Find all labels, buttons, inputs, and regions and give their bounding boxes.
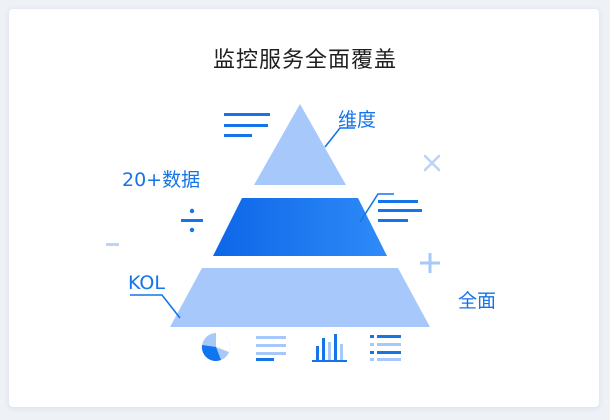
pyramid-middle-tier [213,198,387,256]
pyramid-bottom-tier [170,268,430,327]
label-middle: 20+数据 [122,169,201,191]
pie-chart-icon [201,333,230,361]
plus-icon [420,253,440,273]
text-lines-icon [256,336,286,361]
label-bottom: KOL [128,272,165,294]
divide-icon [181,208,203,233]
diagram-title: 监控服务全面覆盖 [212,48,397,73]
text-lines-icon [224,113,270,137]
kol-leader-line [130,294,181,319]
text-lines-icon [378,200,422,222]
label-right: 全面 [458,290,497,312]
times-icon [423,154,441,172]
minus-icon [106,243,119,246]
pyramid-top-tier [254,104,346,185]
bullet-list-icon [370,335,401,361]
label-top: 维度 [338,109,377,131]
middle-leader-line [359,193,394,223]
bar-chart-icon [312,334,347,362]
top-leader-line [324,127,355,148]
